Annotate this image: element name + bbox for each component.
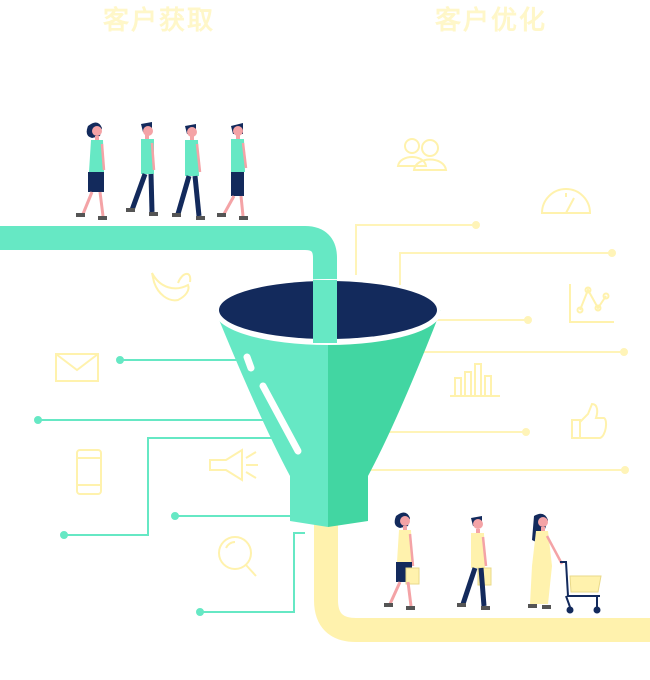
funnel-spout-right [328,476,368,527]
acquisition-title: 客户获取 [103,6,216,36]
funnel-cone-right [328,310,441,476]
funnel-highlight-long [259,382,302,455]
search-magnifier-icon [218,536,257,577]
funnel-spout-left [290,476,328,527]
twitter-bird-icon [151,272,192,302]
mail-icon [55,353,99,382]
speedometer-gauge-icon [540,188,592,214]
right-connector-lines [355,221,629,474]
megaphone-icon [209,448,258,482]
customer-woman-shopping-cart [528,513,602,614]
funnel-highlight [243,353,255,372]
thumbs-up-icon [571,402,608,439]
scatter-chart-icon [569,284,614,323]
output-pipe [314,515,650,642]
left-connector-lines [34,356,305,616]
funnel-cone-left [215,310,328,476]
person-woman-1 [76,122,107,220]
person-woman-2 [217,123,248,220]
optimization-title: 客户优化 [435,6,548,36]
funnel [215,279,441,527]
mobile-phone-icon [76,449,102,495]
customer-woman-shopping-bag [384,512,420,610]
person-man-1 [126,122,158,216]
shopping-cart-icon [560,561,602,614]
person-man-2 [172,124,205,220]
users-icon [396,138,448,171]
bar-chart-icon [450,363,500,397]
funnel-inflow-stream [313,280,337,343]
customer-man-shopping-bag [457,516,492,610]
input-pipe [0,226,337,345]
